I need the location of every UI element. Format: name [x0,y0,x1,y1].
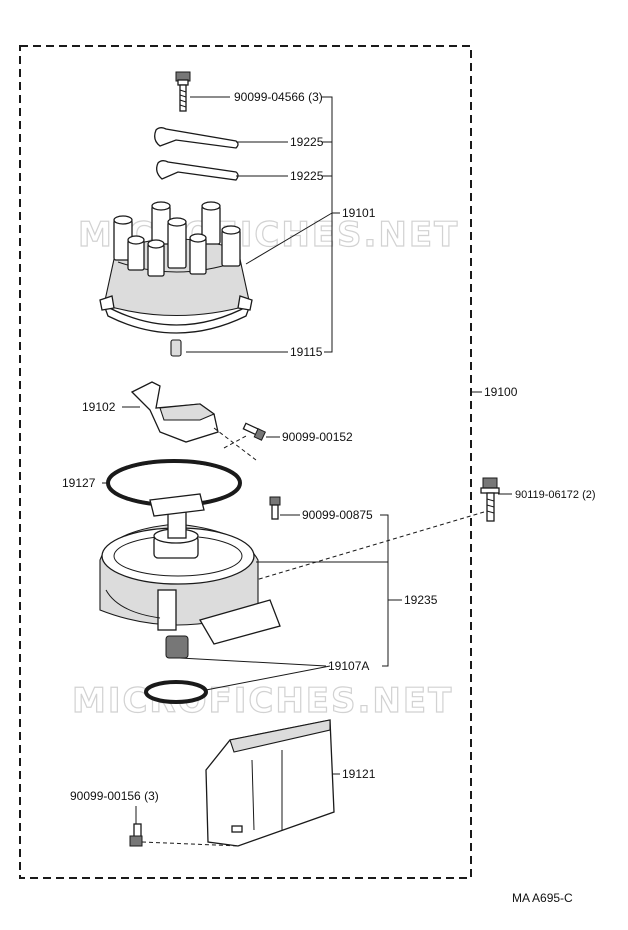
callout-gasket: 19127 [62,476,96,490]
leader-mount-bolt-dash [255,511,485,581]
callout-assembly: 19100 [484,385,518,399]
distributor-housing-icon[interactable] [99,493,281,659]
cover-screw-icon[interactable] [129,823,143,847]
bolt-cap-icon[interactable] [175,71,191,112]
watermark-bottom: MICROFICHES.NET [72,681,453,721]
mount-bolt-icon[interactable] [480,477,500,522]
callout-oring: 19107A [328,659,369,673]
leader-cover-screw-dash [141,841,241,847]
callout-bolt-mount: 90119-06172 (2) [515,489,596,501]
figure-code: MA A695-C [512,891,573,905]
o-ring-icon[interactable] [144,680,208,704]
callout-clamp-lower: 19225 [290,169,324,183]
callout-screw-body: 90099-00875 [302,508,373,522]
callout-rotor-screw: 90099-00152 [282,430,353,444]
housing-screw-icon[interactable] [269,496,281,520]
clamp-upper-icon[interactable] [154,127,239,149]
rotor-icon[interactable] [130,381,219,443]
callout-cover-screw: 90099-00156 (3) [70,789,159,803]
callout-cover: 19121 [342,767,376,781]
callout-clamp-upper: 19225 [290,135,324,149]
callout-carbon: 19115 [290,345,323,359]
clamp-lower-icon[interactable] [156,160,239,181]
cover-icon[interactable] [205,719,335,847]
rotor-screw-icon[interactable] [242,422,266,441]
assembly-frame [19,45,472,879]
leader-rotor-screw-dash [213,427,257,461]
callout-rotor: 19102 [82,400,116,414]
callout-bolt-cap: 90099-04566 (3) [234,90,323,104]
distributor-cap-icon[interactable] [99,201,253,334]
carbon-brush-icon[interactable] [170,339,182,357]
callout-housing: 19235 [404,593,438,607]
callout-cap-assembly: 19101 [342,206,376,220]
